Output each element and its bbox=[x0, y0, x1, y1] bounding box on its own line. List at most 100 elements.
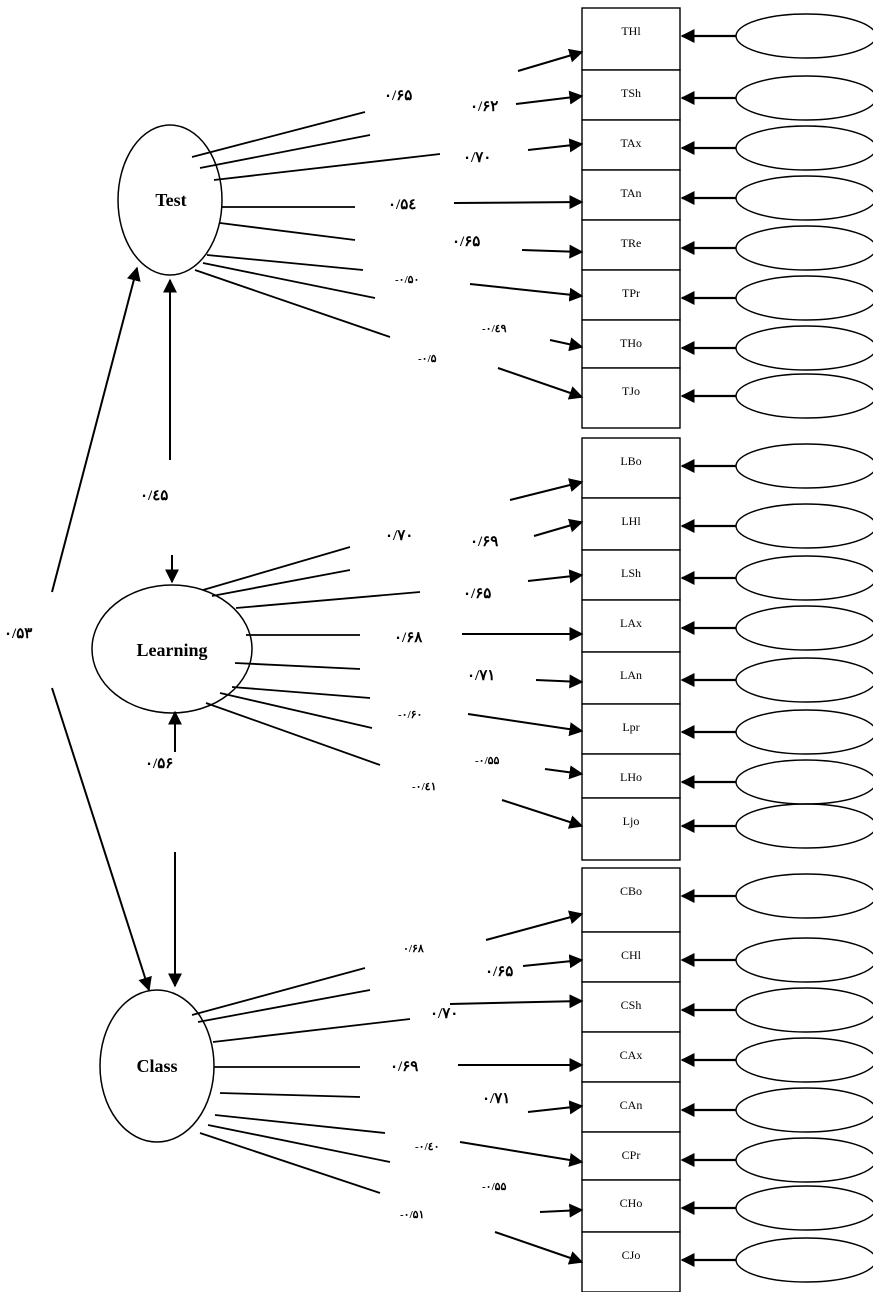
indicator-label: CHo bbox=[620, 1196, 643, 1210]
error-term-oval bbox=[735, 373, 873, 419]
indicator-box bbox=[581, 651, 681, 705]
indicator-label: LHl bbox=[621, 514, 641, 528]
loading-coefficient: ۰/۶۵ bbox=[452, 234, 480, 250]
indicator-label: Ljo bbox=[623, 814, 640, 828]
indicator-label: Lpr bbox=[622, 720, 639, 734]
indicator-label: THo bbox=[620, 336, 642, 350]
loading-coefficient: ۰/۷۰ bbox=[463, 150, 491, 166]
indicator-label: LHo bbox=[620, 770, 642, 784]
loading-line bbox=[211, 569, 351, 597]
indicator-box bbox=[581, 269, 681, 321]
loading-line bbox=[194, 269, 391, 338]
error-term-oval bbox=[735, 759, 873, 805]
loading-arrow bbox=[469, 283, 584, 302]
loading-arrow bbox=[509, 478, 584, 501]
class-to-test-arrow bbox=[51, 266, 141, 593]
loading-coefficient: -۰/۶۰ bbox=[398, 709, 422, 721]
indicator-label: CBo bbox=[620, 884, 642, 898]
learning-latent-label: Learning bbox=[136, 640, 207, 660]
class-to-test-coefficient: ۰/۵۳ bbox=[4, 626, 32, 642]
loading-arrow bbox=[544, 765, 584, 780]
indicator-box bbox=[581, 1131, 681, 1181]
indicator-label: THl bbox=[621, 24, 641, 38]
indicator-box bbox=[581, 867, 681, 933]
indicator-label: TAn bbox=[620, 186, 641, 200]
loading-line bbox=[213, 153, 441, 181]
loading-line bbox=[235, 591, 421, 609]
loading-arrow bbox=[449, 994, 584, 1009]
loading-coefficient: -۰/۵۵ bbox=[475, 755, 500, 767]
loading-coefficient: ۰/۶۹ bbox=[470, 534, 498, 550]
indicator-label: LBo bbox=[620, 454, 641, 468]
loading-coefficient: ۰/۶۵ bbox=[463, 586, 491, 602]
loading-arrow bbox=[527, 138, 584, 153]
loading-line bbox=[214, 1114, 386, 1134]
error-term-oval bbox=[735, 709, 873, 755]
indicator-box bbox=[581, 1081, 681, 1133]
loading-line bbox=[191, 111, 366, 158]
error-term-oval bbox=[735, 555, 873, 601]
loading-line bbox=[202, 262, 376, 299]
loading-line bbox=[191, 967, 366, 1016]
indicator-label: CJo bbox=[622, 1248, 641, 1262]
indicator-box bbox=[581, 981, 681, 1033]
indicator-box bbox=[581, 703, 681, 755]
loading-arrow bbox=[522, 954, 584, 969]
indicator-box bbox=[581, 437, 681, 499]
error-term-oval bbox=[735, 1137, 873, 1183]
indicator-box bbox=[581, 219, 681, 271]
loading-line bbox=[199, 1132, 381, 1194]
loading-arrow bbox=[549, 337, 584, 352]
loading-arrow bbox=[527, 1100, 584, 1115]
error-term-oval bbox=[735, 503, 873, 549]
loading-arrow bbox=[535, 674, 584, 689]
indicator-box bbox=[581, 1231, 681, 1292]
loading-line bbox=[219, 692, 373, 729]
loading-coefficient: ۰/۶۵ bbox=[384, 88, 412, 104]
loading-coefficient: ۰/۷۰ bbox=[385, 528, 413, 544]
loading-line bbox=[205, 702, 381, 766]
error-term-oval bbox=[735, 175, 873, 221]
indicator-label: LSh bbox=[621, 566, 641, 580]
loading-coefficient: -۰/٤۱ bbox=[412, 781, 436, 793]
loading-coefficient: ۰/۶۹ bbox=[390, 1059, 418, 1075]
error-term-oval bbox=[735, 125, 873, 171]
loading-coefficient: ۰/۵٤ bbox=[388, 197, 416, 213]
indicator-box bbox=[581, 797, 681, 861]
loading-line bbox=[219, 1092, 361, 1098]
loading-line bbox=[197, 989, 371, 1023]
indicator-box bbox=[581, 319, 681, 369]
loading-line bbox=[212, 1018, 411, 1043]
loading-arrow bbox=[453, 195, 584, 210]
error-term-oval bbox=[735, 443, 873, 489]
loading-arrow bbox=[527, 569, 584, 584]
learning-to-test-coefficient: ۰/٤۵ bbox=[140, 488, 168, 504]
indicator-label: TAx bbox=[620, 136, 641, 150]
loading-line bbox=[234, 662, 361, 670]
loading-coefficient: ۰/۶۸ bbox=[394, 630, 423, 646]
error-term-oval bbox=[735, 987, 873, 1033]
indicator-label: TPr bbox=[622, 286, 640, 300]
indicator-label: TJo bbox=[622, 384, 640, 398]
loading-coefficient: ۰/۷۰ bbox=[430, 1006, 458, 1022]
indicator-label: CSh bbox=[621, 998, 642, 1012]
test-latent-label: Test bbox=[155, 190, 186, 210]
loading-arrow bbox=[515, 90, 584, 105]
error-term-oval bbox=[735, 1037, 873, 1083]
loading-coefficient: -۰/۵۱ bbox=[400, 1209, 424, 1221]
indicator-label: CHl bbox=[621, 948, 642, 962]
error-term-oval bbox=[735, 325, 873, 371]
loading-coefficient: ۰/۷۱ bbox=[467, 668, 495, 684]
error-term-oval bbox=[735, 937, 873, 983]
loading-line bbox=[207, 1124, 391, 1163]
error-term-oval bbox=[735, 1185, 873, 1231]
loading-arrow bbox=[467, 713, 584, 737]
loading-coefficient: -۰/۵ bbox=[418, 353, 437, 365]
loading-arrow bbox=[459, 1141, 584, 1167]
loading-arrow bbox=[539, 1203, 584, 1218]
error-term-oval bbox=[735, 803, 873, 849]
loading-arrow bbox=[497, 367, 584, 400]
error-term-oval bbox=[735, 873, 873, 919]
error-term-oval bbox=[735, 657, 873, 703]
